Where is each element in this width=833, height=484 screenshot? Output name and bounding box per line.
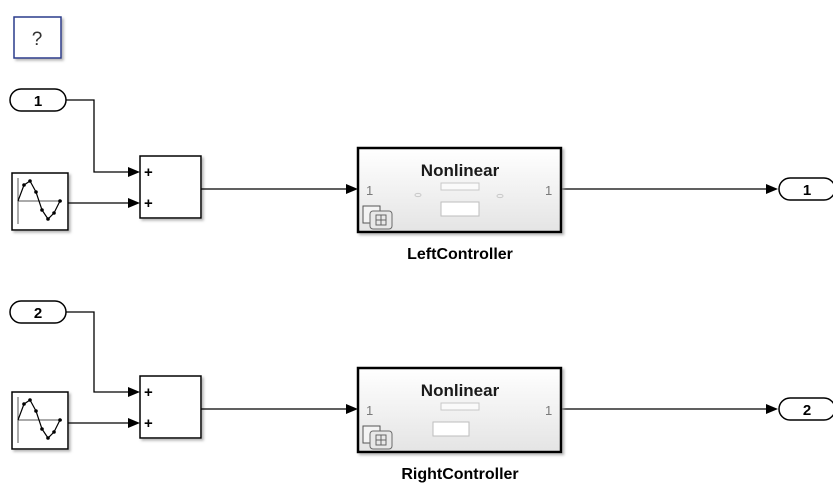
sum-2-sign-a: + (144, 384, 153, 401)
inport-2-label: 2 (34, 305, 42, 322)
left-controller-block[interactable]: Nonlinear 1 1 (356, 146, 563, 234)
inport-1-label: 1 (34, 93, 42, 110)
outport-2-label: 2 (803, 402, 811, 419)
subsystem-preview-icon (432, 402, 480, 437)
right-controller-title: Nonlinear (421, 381, 500, 400)
sum-1-sign-a: + (144, 164, 153, 181)
variant-subsystem-icon (362, 205, 393, 230)
left-controller-title: Nonlinear (421, 161, 500, 180)
subsystem-preview-icon (414, 182, 504, 217)
sum-1-sign-b: + (144, 195, 153, 212)
right-controller-in-port: 1 (366, 403, 373, 418)
help-block-label: ? (32, 29, 43, 50)
variant-subsystem-icon (362, 425, 393, 450)
inport-2[interactable]: 2 (9, 300, 67, 324)
sine-wave-icon (17, 397, 62, 443)
right-controller-caption: RightController (401, 466, 518, 483)
outport-1-label: 1 (803, 182, 811, 199)
sum-2-sign-b: + (144, 415, 153, 432)
sum-block-1[interactable]: + + (139, 155, 202, 219)
help-block[interactable]: ? (13, 16, 62, 59)
arrowheads-row-1 (128, 167, 778, 208)
sum-block-2[interactable]: + + (139, 375, 202, 439)
signal-lines-row-2 (66, 311, 766, 424)
sine-wave-block-2[interactable] (11, 391, 69, 450)
signal-lines-row-1 (66, 99, 766, 204)
outport-1[interactable]: 1 (778, 177, 833, 201)
left-controller-out-port: 1 (545, 183, 552, 198)
left-controller-caption: LeftController (407, 246, 513, 263)
inport-1[interactable]: 1 (9, 88, 67, 112)
sine-wave-icon (17, 178, 62, 224)
outport-2[interactable]: 2 (778, 397, 833, 421)
sine-wave-block-1[interactable] (11, 172, 69, 231)
left-controller-in-port: 1 (366, 183, 373, 198)
arrowheads-row-2 (128, 387, 778, 428)
right-controller-out-port: 1 (545, 403, 552, 418)
right-controller-block[interactable]: Nonlinear 1 1 (356, 366, 563, 454)
